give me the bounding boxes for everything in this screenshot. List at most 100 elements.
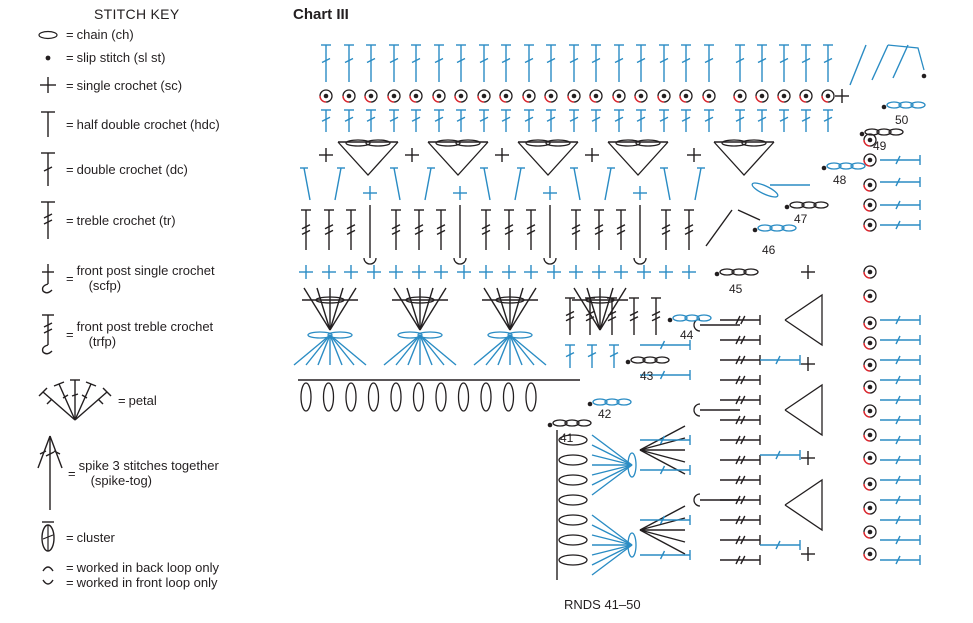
chain-stitch: [435, 139, 461, 147]
dc-stitch-tick: [479, 57, 489, 64]
equals-sign: =: [68, 465, 76, 481]
ring-stitch-red: [733, 95, 741, 103]
treble-stitch-tick: [346, 229, 356, 236]
fan-stitch: [591, 464, 633, 496]
chain-stitch: [397, 331, 423, 339]
ring-stitch-red: [863, 159, 871, 167]
key-label-trfp: front post treble crochet(trfp): [76, 319, 214, 349]
key-row-half-double-crochet: = half double crochet (hdc): [30, 110, 220, 138]
round-start-chain: [604, 398, 620, 406]
petal-stitch: [419, 287, 447, 331]
ring-stitch-dot: [346, 93, 352, 99]
petal-stitch: [694, 167, 702, 201]
ring-stitch-dot: [867, 182, 873, 188]
ring-stitch-dot: [867, 551, 873, 557]
round-start-chain: [888, 128, 904, 136]
ring-stitch: [589, 89, 603, 103]
round-start-chain: [850, 162, 866, 170]
round-start-chain: [696, 314, 712, 322]
ring-stitch: [863, 316, 877, 330]
cluster-stitch: [525, 382, 537, 412]
fan-group: [607, 141, 669, 176]
ring-stitch-dot: [593, 93, 599, 99]
chain-curve: [737, 209, 761, 221]
round-number-label: 42: [598, 407, 612, 421]
treble-stitch-tick: [629, 316, 639, 322]
treble-stitch-tick: [607, 316, 617, 322]
dc-stitch-h-tick: [775, 540, 781, 550]
round-start-chain: [910, 101, 926, 109]
dc-stitch-tick: [569, 116, 579, 122]
treble-stitch-diag: [705, 209, 733, 247]
treble-stitch-tick: [594, 224, 604, 230]
ring-stitch-dot: [867, 157, 873, 163]
treble-stitch-h-tick: [735, 335, 741, 345]
fan-stitch: [329, 334, 355, 366]
dc-stitch-tick: [801, 57, 811, 64]
treble-stitch-tick: [436, 229, 446, 236]
ring-stitch-red: [863, 295, 871, 303]
chain-stitch: [627, 532, 637, 558]
cluster-stitch: [558, 534, 588, 546]
chain-stitch: [487, 331, 513, 339]
cluster-symbol-icon: [30, 520, 66, 554]
ring-stitch-dot: [867, 408, 873, 414]
ring-stitch-dot: [867, 320, 873, 326]
key-row-front-loop: = worked in front loop only: [30, 575, 218, 590]
ring-stitch: [863, 336, 877, 350]
slip-stitch: [714, 271, 720, 277]
key-row-single-crochet: = single crochet (sc): [30, 76, 182, 94]
treble-stitch-tick: [301, 229, 311, 236]
key-label-hdc: half double crochet (hdc): [76, 116, 220, 132]
dc-stitch-tick: [321, 116, 331, 122]
cluster-stitch: [558, 474, 588, 486]
fan-group: [427, 141, 489, 176]
treble-stitch-h-tick: [740, 555, 746, 565]
round-start-chain: [564, 419, 580, 427]
ring-stitch-dot: [867, 137, 873, 143]
chain-stitch: [627, 452, 637, 478]
petal-stitch: [419, 287, 434, 331]
equals-sign: =: [66, 116, 74, 132]
ring-stitch-dot: [867, 222, 873, 228]
key-row-front-post-treble-crochet: = front post treble crochet(trfp): [30, 313, 213, 355]
cluster-stitch: [367, 382, 380, 412]
ring-stitch: [634, 89, 648, 103]
ring-stitch-dot: [683, 93, 689, 99]
key-row-front-post-single-crochet: = front post single crochet(scfp): [30, 262, 215, 294]
dc-stitch-tick: [704, 116, 714, 122]
round-start-chain: [654, 356, 670, 364]
ring-stitch-dot: [413, 93, 419, 99]
treble-stitch-tick: [565, 310, 575, 317]
key-row-cluster: = cluster: [30, 520, 115, 554]
ring-stitch-red: [679, 95, 687, 103]
round-start-chain: [576, 419, 592, 427]
ring-stitch-red: [454, 95, 462, 103]
round-start-chain: [743, 268, 759, 276]
petal-stitch: [599, 287, 614, 331]
equals-sign: =: [66, 529, 74, 545]
equals-sign: =: [66, 50, 74, 65]
ring-stitch: [733, 89, 747, 103]
dc-stitch-tick: [587, 352, 597, 358]
treble-stitch-h-tick: [735, 315, 741, 325]
dc-stitch-h-tick: [895, 375, 901, 385]
ring-stitch: [863, 198, 877, 212]
chain-stitch: [365, 139, 391, 147]
dc-stitch-tick: [823, 116, 833, 122]
treble-stitch-tick: [481, 229, 491, 236]
petal-stitch: [586, 287, 601, 331]
dc-stitch-h-tick: [659, 340, 666, 350]
ring-stitch-dot: [781, 93, 787, 99]
fan-stitch: [407, 334, 421, 366]
ring-stitch: [863, 265, 877, 279]
petal-stitch: [303, 287, 331, 331]
equals-sign: =: [66, 161, 74, 177]
chain-stitch: [585, 296, 615, 304]
cluster-stitch: [435, 382, 447, 412]
ring-stitch: [567, 89, 581, 103]
round-start-chain: [886, 101, 902, 109]
ring-stitch: [702, 89, 716, 103]
dc-stitch-tick: [524, 116, 534, 122]
chain-symbol-icon: [30, 30, 66, 40]
